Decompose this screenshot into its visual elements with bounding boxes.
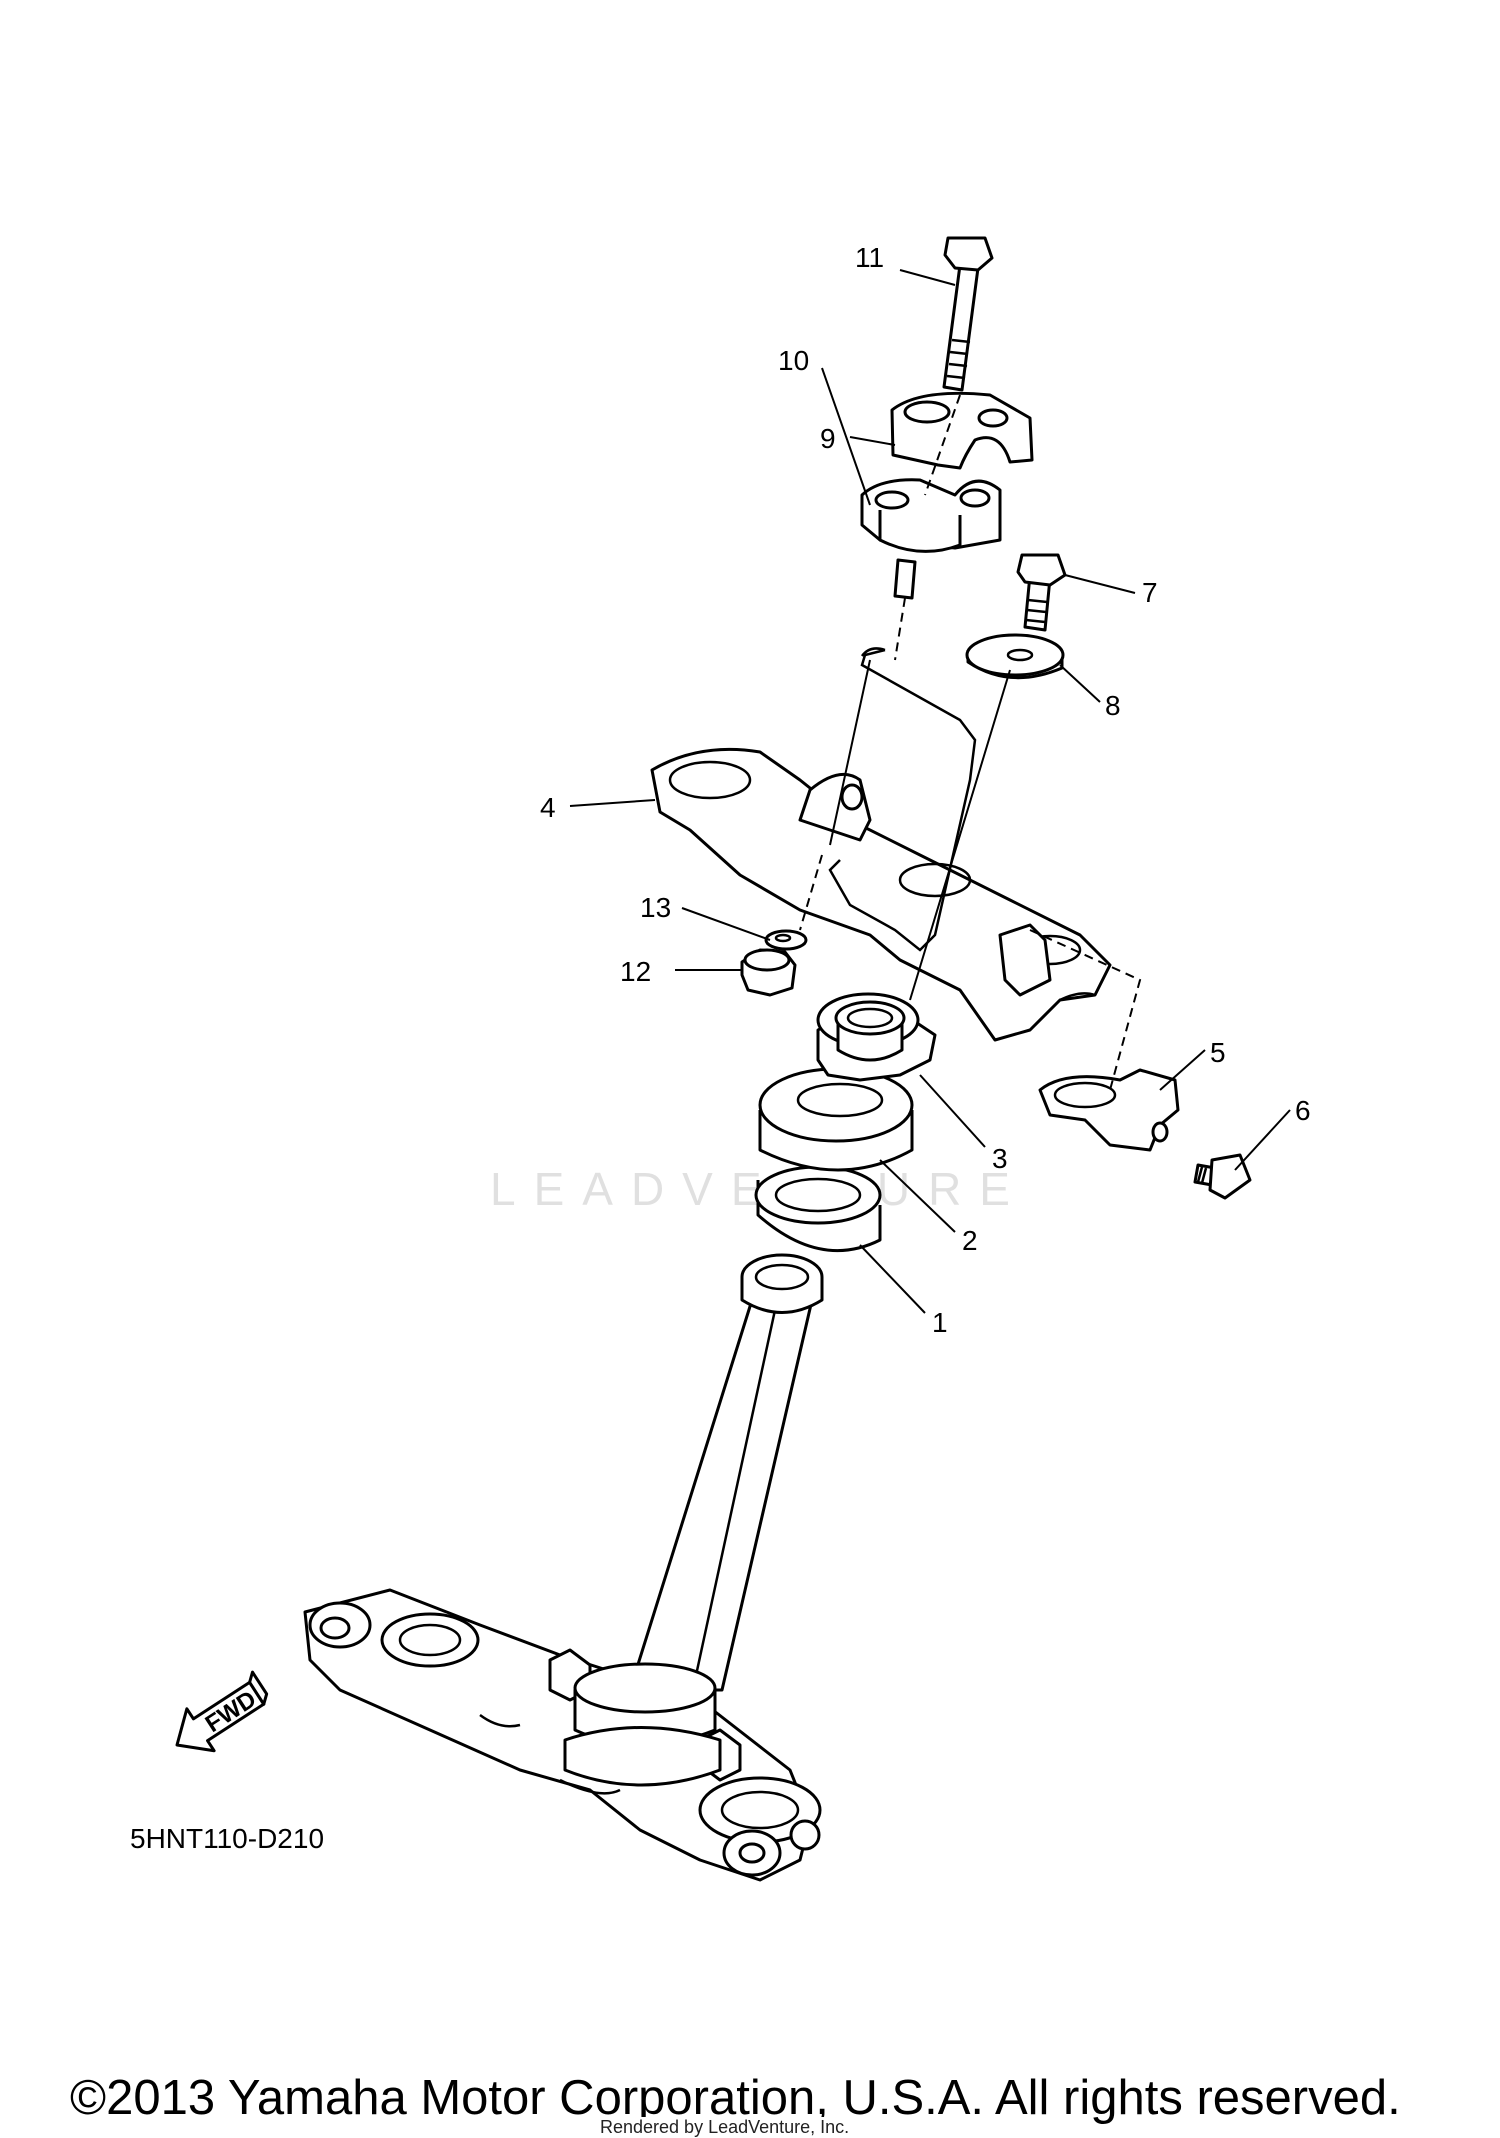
callout-9: 9 [820, 423, 836, 454]
steering-stem [563, 1253, 824, 1787]
part-9-holder-upper [890, 391, 1034, 470]
part-7-bolt [1016, 553, 1067, 632]
fwd-arrow: FWD [175, 1670, 269, 1753]
rendered-by-text: Rendered by LeadVenture, Inc. [600, 2117, 850, 2138]
callout-10: 10 [778, 345, 809, 376]
part-13-washer [764, 929, 808, 951]
callout-8: 8 [1105, 690, 1121, 721]
part-12-nut [740, 948, 797, 997]
callout-3: 3 [992, 1143, 1008, 1174]
part-5-clamp [1038, 1068, 1180, 1152]
callout-4: 4 [540, 792, 556, 823]
copyright-notice: ©2013 Yamaha Motor Corporation, U.S.A. A… [70, 2071, 1401, 2125]
callout-labels: 11 9 10 7 8 4 13 12 5 6 3 2 1 [540, 242, 1311, 1338]
part-4-upper-bracket [650, 747, 1112, 1042]
callout-11: 11 [855, 242, 884, 273]
callout-6: 6 [1295, 1095, 1311, 1126]
callout-5: 5 [1210, 1037, 1226, 1068]
part-10-holder-lower [860, 478, 1002, 600]
part-8-washer [965, 633, 1065, 680]
assembly-lines [799, 394, 1142, 1091]
part-11-bolt [942, 236, 994, 392]
part-3-ring-nut [816, 992, 937, 1082]
callout-13: 13 [640, 892, 671, 923]
callout-7: 7 [1142, 577, 1158, 608]
callout-12: 12 [620, 956, 651, 987]
callout-2: 2 [962, 1225, 978, 1256]
diagram-code: 5HNT110-D210 [130, 1823, 325, 1854]
leader-lines [569, 269, 1291, 1314]
part-2-cover [758, 1067, 914, 1172]
lower-bracket [303, 1588, 822, 1882]
watermark-text: LEADVENTURE [490, 1162, 1028, 1216]
part-1-bearing [754, 1165, 882, 1253]
callout-1: 1 [932, 1307, 948, 1338]
